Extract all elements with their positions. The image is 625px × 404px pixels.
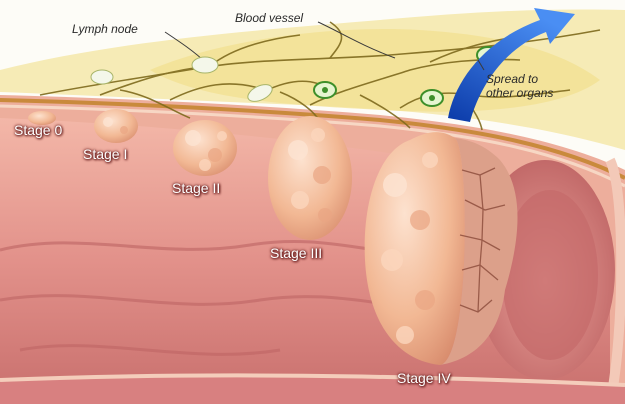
spread-label: Spread to other organs: [486, 72, 553, 100]
tumor-stage-1: [94, 109, 138, 143]
tumor-stage-2: [173, 120, 237, 176]
lymph-node-label: Lymph node: [72, 22, 138, 36]
stage-1-label: Stage I: [83, 146, 127, 162]
blood-vessel-label: Blood vessel: [235, 11, 303, 25]
stage-0-label: Stage 0: [14, 122, 62, 138]
stage-3-label: Stage III: [270, 245, 322, 261]
spread-label-line-2: other organs: [486, 86, 553, 100]
tumor-stage-3: [268, 116, 352, 240]
stage-4-label: Stage IV: [397, 370, 451, 386]
stage-2-label: Stage II: [172, 180, 220, 196]
spread-label-line-1: Spread to: [486, 72, 553, 86]
